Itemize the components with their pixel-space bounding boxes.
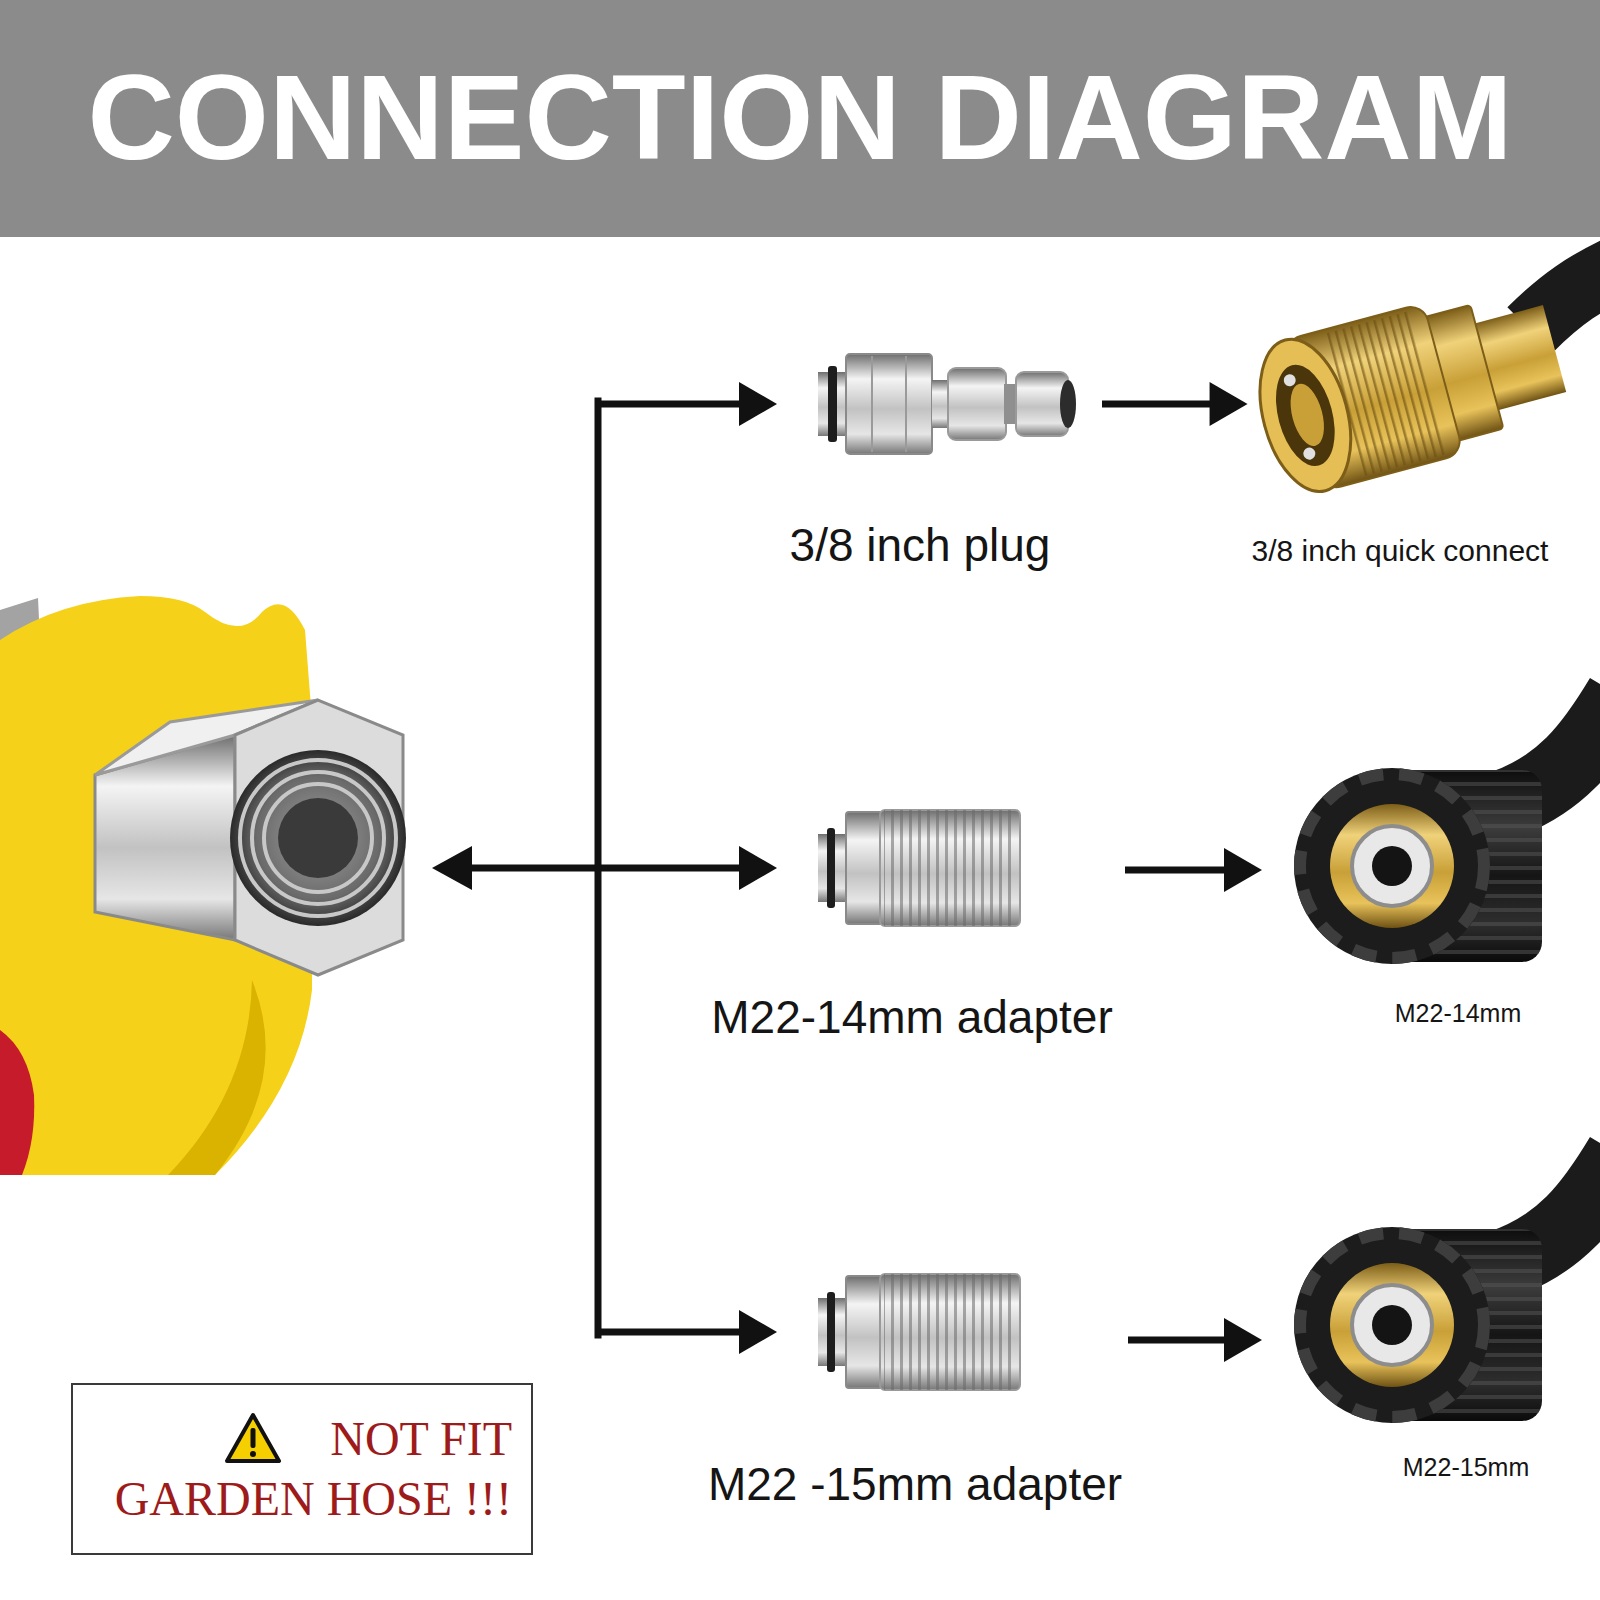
quick-connect-illustration-part [1245,273,1575,501]
branch-arrows-part [739,846,777,890]
part-label: M22-14mm adapter [711,990,1112,1045]
part-node: M22 -15mm adapter [700,1250,1128,1518]
fitting-thread [252,772,384,904]
fitting-thread [240,760,396,916]
connector-arrow [1102,382,1248,426]
branch-arrows [432,382,777,1354]
quick-connect-illustration-part-part [1302,446,1317,461]
branch-arrows-part [595,401,602,1335]
title-band: CONNECTION DIAGRAM [0,0,1600,237]
connector-line [1102,401,1214,408]
warning-mark [250,1451,256,1457]
branch-arrows-part [739,1310,777,1354]
fitting-thread [264,784,372,892]
part-node: M22-14mm adapter [700,790,1125,1051]
plug-illustration-part [846,354,932,454]
quick-connect-illustration-part-part [1285,380,1331,450]
part-node: 3/8 inch quick connect [1248,250,1600,575]
part-label: 3/8 inch plug [790,518,1051,573]
quick-connect-illustration [1245,262,1600,502]
plug-illustration [818,354,1076,454]
connector-arrow [1125,848,1262,892]
quick-connect-illustration-part-part [1266,358,1345,472]
part-label: M22 -15mm adapter [708,1457,1122,1512]
branch-arrows-part [432,846,472,890]
part-label: M22-14mm [1395,998,1521,1028]
warning-icon-holder [92,1409,282,1467]
branch-arrows-part [739,382,777,426]
warning-mark [251,1428,256,1448]
plug-illustration-part [948,368,1006,440]
warning-note-box: NOT FIT GARDEN HOSE !!! [71,1383,533,1555]
part-label: M22-15mm [1403,1452,1529,1482]
spray-gun [0,596,406,1175]
branch-arrows-part [598,1329,740,1336]
hose-coupling-illustration [1294,696,1600,964]
quick-connect-illustration-part-part [1245,329,1367,501]
fitting-hole [278,798,358,878]
plug-illustration-part [905,356,907,452]
hose-coupling-illustration [1294,1155,1600,1423]
part-node: M22-15mm [1262,1190,1600,1490]
connector-arrow [1128,1318,1262,1362]
adapter-illustration [818,810,1020,926]
gun-trigger [0,1030,34,1175]
connector-line [1125,867,1228,874]
branch-arrows-part [468,865,740,872]
branch-arrows-part [598,401,740,408]
part-node: 3/8 inch plug [780,340,1102,580]
part-label: 3/8 inch quick connect [1252,533,1549,569]
adapter-illustration [818,1274,1020,1390]
warning-triangle [227,1415,279,1461]
warning-text: NOT FIT GARDEN HOSE !!! [92,1409,512,1529]
arrow-head [1224,1318,1262,1362]
part-node: M22-14mm [1262,720,1600,1038]
warning-icon [224,1411,282,1465]
plug-illustration-part [1060,380,1076,428]
gun-shade [168,980,266,1175]
plug-illustration-part [871,356,873,452]
arrow-head [1224,848,1262,892]
diagram-title: CONNECTION DIAGRAM [87,48,1512,187]
quick-connect-illustration-part-part [1282,373,1297,388]
plug-illustration-part [828,366,837,442]
connector-line [1128,1337,1228,1344]
fitting-bore [230,750,406,926]
arrow-head [1210,382,1248,426]
